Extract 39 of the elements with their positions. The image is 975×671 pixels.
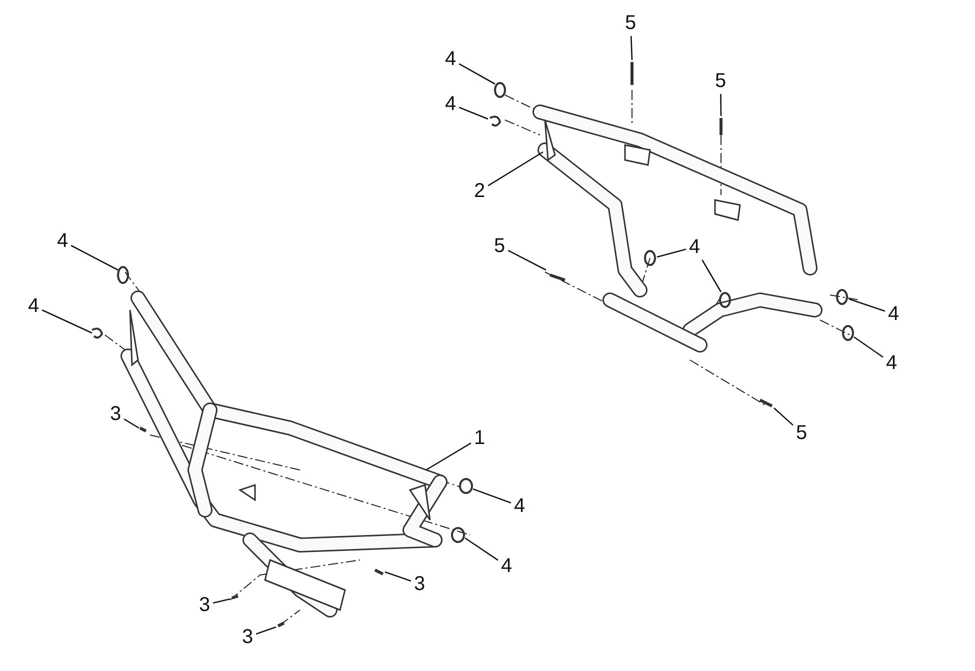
- callout-number: 2: [473, 180, 486, 202]
- leader-line: [774, 408, 794, 426]
- callout-number: 4: [887, 303, 900, 325]
- leader-line: [656, 248, 686, 258]
- callout-number: 3: [109, 403, 122, 425]
- leader-line: [702, 260, 722, 292]
- leader-line: [124, 418, 140, 429]
- callout-number: 4: [27, 295, 40, 317]
- leader-line: [70, 244, 118, 271]
- leader-line: [458, 106, 488, 120]
- callout-number: 1: [473, 427, 486, 449]
- callout-number: 4: [56, 230, 70, 252]
- callout-number: 5: [714, 70, 728, 92]
- callout-number: 4: [688, 236, 702, 258]
- leader-line: [384, 571, 412, 582]
- callout-number: 5: [795, 422, 808, 444]
- leader-line: [488, 151, 544, 186]
- leader-line: [630, 36, 633, 60]
- leader-line: [212, 598, 230, 604]
- callout-number: 4: [444, 48, 458, 70]
- callout-number: 4: [444, 93, 458, 115]
- callout-number: 3: [241, 626, 254, 648]
- leader-line: [42, 309, 92, 334]
- leader-line: [720, 94, 722, 116]
- leader-line: [508, 250, 546, 271]
- leader-line: [256, 626, 276, 635]
- leader-line: [458, 63, 496, 85]
- callout-number: 3: [198, 594, 212, 616]
- leader-line: [848, 298, 886, 312]
- leader-line: [472, 488, 512, 504]
- leader-line: [854, 336, 884, 358]
- callout-number: 4: [500, 555, 514, 577]
- leader-line: [464, 537, 498, 561]
- callout-number: 4: [513, 495, 526, 517]
- callout-number: 5: [624, 12, 638, 34]
- callout-number: 3: [413, 573, 426, 595]
- callout-number: 5: [493, 235, 506, 257]
- leader-line: [426, 442, 472, 471]
- callout-number: 4: [885, 352, 898, 374]
